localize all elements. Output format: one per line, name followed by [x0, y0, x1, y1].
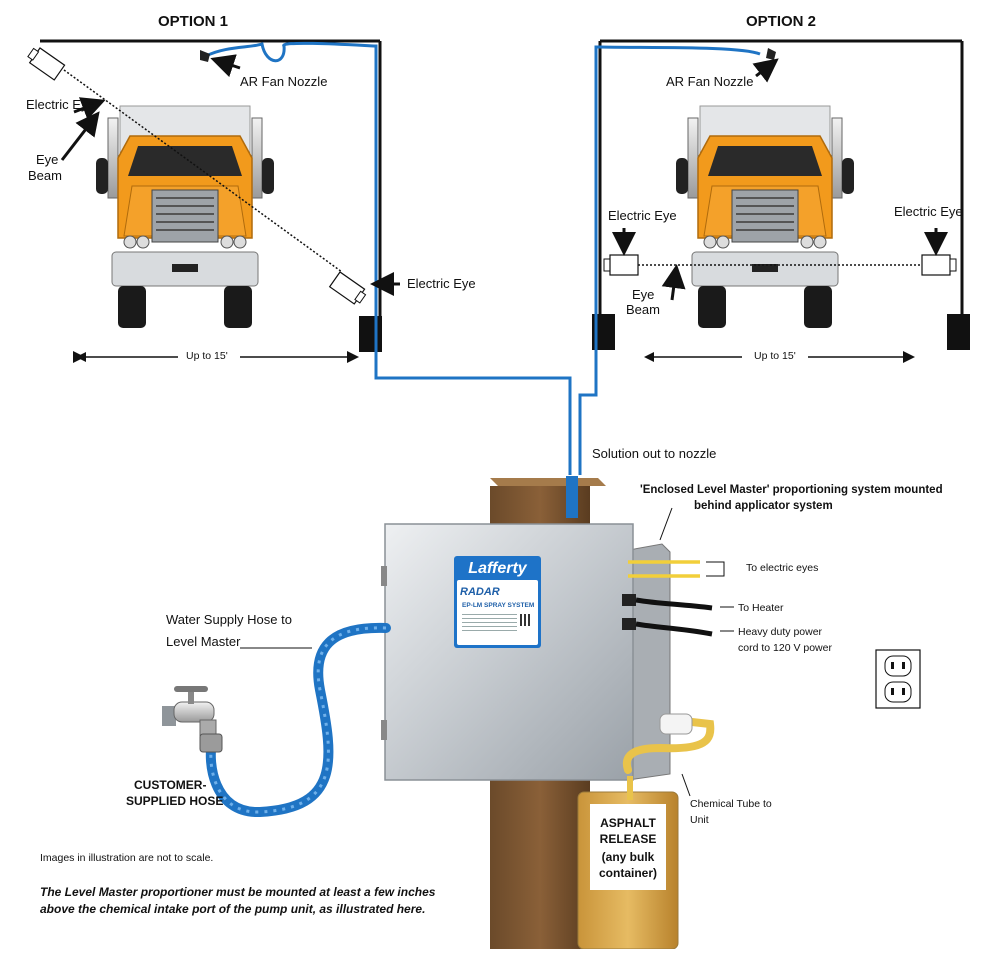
option2-truck [675, 105, 855, 329]
water-supply-hose [205, 622, 391, 818]
unit-assembly [162, 476, 921, 950]
level-master-label-2: behind applicator system [694, 500, 833, 512]
level-master-label-1: 'Enclosed Level Master' proportioning sy… [640, 484, 943, 496]
water-supply-label-2: Level Master [166, 634, 241, 649]
water-faucet-icon [162, 686, 223, 753]
option1-nozzle-icon [200, 50, 210, 62]
power-cord [635, 621, 713, 637]
container-label-3: (any bulk [601, 850, 655, 864]
option1-hose [205, 41, 572, 475]
chemical-tube-label-1: Chemical Tube to [690, 798, 772, 810]
option2-panel [578, 39, 970, 475]
option2-electric-eye-right [921, 254, 957, 276]
container-label-4: container) [598, 866, 657, 880]
option1-electric-eye-top [27, 47, 66, 81]
option1-eye-beam-label-1: Eye [36, 152, 59, 167]
option1-nozzle-label: AR Fan Nozzle [240, 74, 328, 89]
to-heater-label: To Heater [738, 602, 784, 614]
option1-truck [95, 105, 275, 329]
to-electric-eyes-label: To electric eyes [746, 562, 819, 574]
option2-title: OPTION 2 [746, 13, 817, 30]
option2-eye-left-label: Electric Eye [608, 208, 677, 223]
chemical-tube-label-2: Unit [690, 814, 709, 826]
option1-eye-beam-label-2: Beam [28, 168, 62, 183]
power-cord-label-1: Heavy duty power [738, 626, 823, 638]
scale-note: Images in illustration are not to scale. [40, 852, 214, 864]
plate-brand-logo: Lafferty [468, 560, 527, 577]
heater-cord [635, 597, 713, 611]
option2-nozzle-icon [766, 48, 776, 60]
water-supply-label-1: Water Supply Hose to [166, 612, 292, 627]
option1-base-block [359, 316, 382, 352]
customer-hose-label-1: CUSTOMER- [134, 778, 207, 792]
qr-code-icon [520, 614, 532, 626]
option2-base-left [592, 314, 615, 350]
option1-eye-top-label: Electric Eye [26, 97, 95, 112]
option2-eye-beam-label-1: Eye [632, 287, 655, 302]
container-label-2: RELEASE [599, 832, 657, 846]
option2-eye-beam-label-2: Beam [626, 302, 660, 317]
option2-electric-eye-left [603, 254, 639, 276]
tube-fitting [659, 713, 693, 735]
power-cord-label-2: cord to 120 V power [738, 642, 832, 654]
product-plate: Lafferty RADAR EP-LM SPRAY SYSTEM [454, 556, 541, 648]
plate-product-name: RADAR [460, 586, 500, 598]
option2-eye-right-label: Electric Eye [894, 204, 963, 219]
option2-hose [578, 45, 761, 475]
container-label [590, 804, 666, 890]
option1-eye-right-label: Electric Eye [407, 276, 476, 291]
option1-eye-beam [63, 69, 343, 273]
option2-nozzle-label: AR Fan Nozzle [666, 74, 754, 89]
option1-panel [27, 39, 572, 475]
chemical-tube [622, 718, 715, 774]
option1-electric-eye-right [328, 271, 367, 305]
option2-base-right [947, 314, 970, 350]
customer-hose-label-2: SUPPLIED HOSE [126, 794, 224, 808]
option1-width-label: Up to 15' [186, 350, 228, 362]
option2-width-label: Up to 15' [754, 350, 796, 362]
container-label-1: ASPHALT [600, 816, 656, 830]
option1-title: OPTION 1 [158, 13, 229, 30]
solution-out-label: Solution out to nozzle [592, 446, 717, 461]
mount-note: The Level Master proportioner must be mo… [40, 885, 436, 916]
plate-system-name: EP-LM SPRAY SYSTEM [462, 602, 535, 609]
power-outlet-icon [875, 649, 921, 709]
